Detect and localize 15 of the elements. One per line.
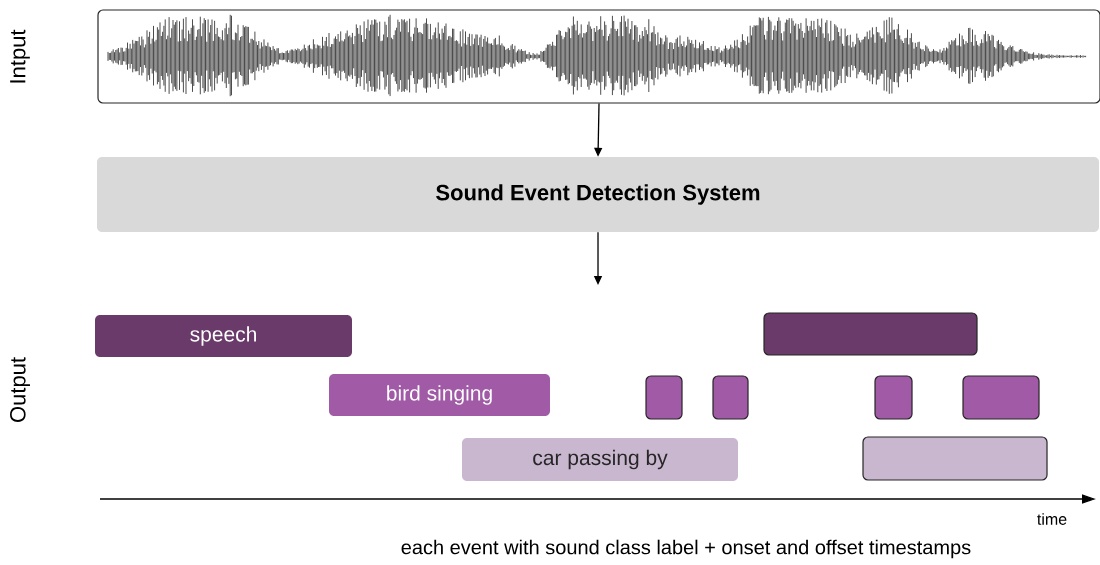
- event-bar: [862, 436, 1048, 481]
- axis-label: Output: [10, 357, 30, 422]
- event-bar: bird singing: [329, 374, 550, 416]
- event-bar: [962, 375, 1040, 420]
- event-bar: [712, 375, 749, 420]
- waveform-drawing: [97, 9, 1100, 104]
- event-bar: [645, 375, 683, 420]
- event-bar: [763, 312, 978, 356]
- event-bar: [874, 375, 913, 420]
- event-bar: speech: [95, 315, 352, 357]
- caption-text: each event with sound class label + onset and offset timestamps: [401, 539, 971, 559]
- system-box: Sound Event Detection System: [97, 157, 1099, 232]
- event-bar: car passing by: [462, 438, 738, 481]
- axis-label: time: [1037, 513, 1067, 525]
- axis-label: Intput: [10, 29, 30, 83]
